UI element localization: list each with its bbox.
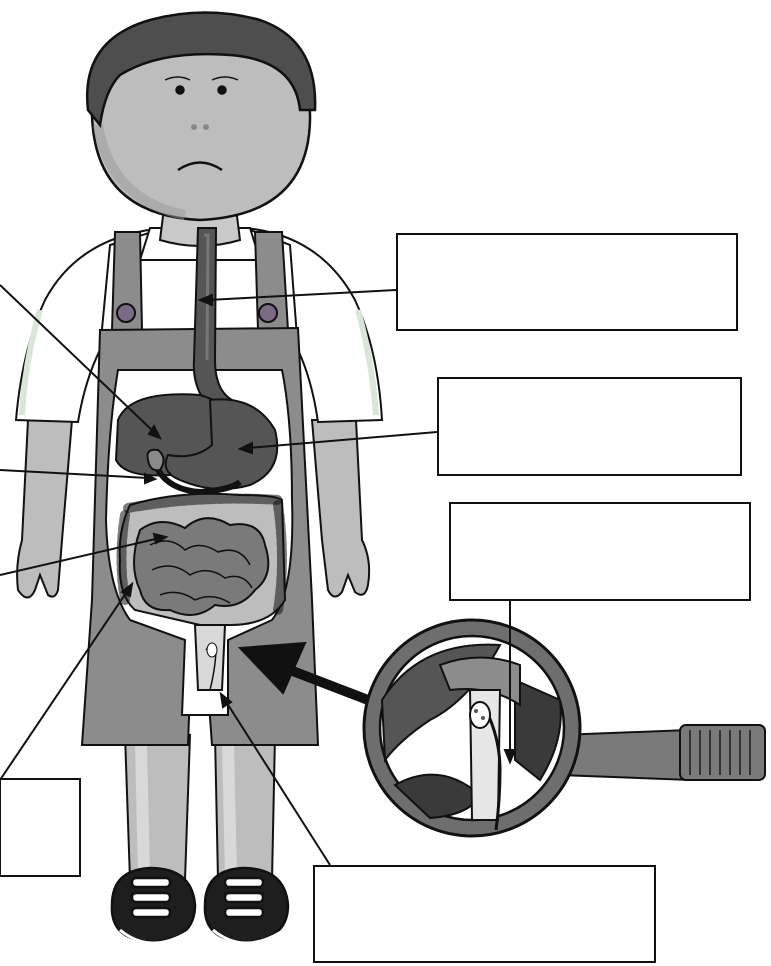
head [87, 13, 315, 221]
gallbladder [147, 450, 163, 471]
rectum [195, 625, 225, 690]
shoes [112, 868, 288, 943]
right-nostril [203, 124, 209, 130]
label-box-esophagus [397, 234, 737, 330]
label-box-large-intestine [0, 779, 80, 876]
left-button [117, 304, 135, 322]
left-nostril [191, 124, 197, 130]
right-button [259, 304, 277, 322]
label-box-stomach [438, 378, 741, 475]
label-box-rectum [314, 866, 655, 962]
magnifier [364, 620, 765, 836]
left-eye [177, 87, 184, 94]
magnifier-appendix [470, 702, 490, 728]
right-arm [312, 420, 369, 597]
left-arm [17, 420, 72, 598]
label-box-appendix [450, 503, 750, 600]
right-eye [219, 87, 226, 94]
legs [125, 735, 275, 880]
